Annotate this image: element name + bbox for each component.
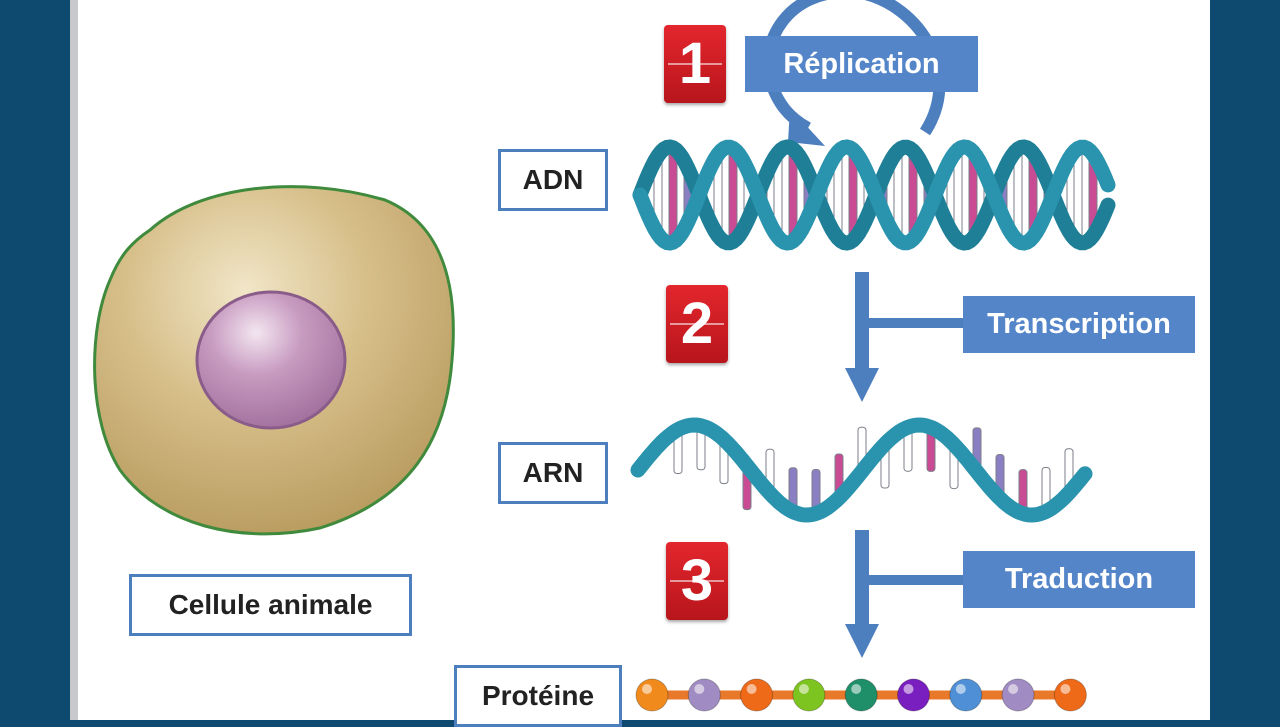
amino-acid-bead [949,678,983,712]
rna-strand [630,417,1093,523]
step-3-badge: 3 [666,542,728,620]
animal-cell [93,185,455,536]
amino-acid-highlight [642,684,652,694]
frame-left-stripe [70,0,78,720]
amino-acid-bead [844,678,878,712]
step-2-badge: 2 [666,285,728,363]
protein-chain [635,678,1087,712]
replication-label: Réplication [745,36,978,92]
frame-left [0,0,70,720]
amino-acid-highlight [746,684,757,694]
frame-right [1210,0,1280,720]
amino-acid-highlight [851,684,862,694]
amino-acid-highlight [1060,684,1071,694]
amino-acid-bead [897,678,930,712]
amino-acid-highlight [1008,684,1019,694]
amino-acid-bead [740,678,774,712]
amino-acid-bead [1053,678,1087,712]
amino-acid-bead [792,678,826,712]
arn-label: ARN [498,442,608,504]
dna-base-pair [668,147,678,243]
translation-label: Traduction [963,551,1195,608]
transcription-arrow [845,272,964,402]
amino-acid-bead [635,678,669,712]
protein-label: Protéine [454,665,622,727]
cell-label: Cellule animale [129,574,412,636]
cell-nucleus [195,290,347,430]
amino-acid-highlight [694,684,705,694]
step-1-badge: 1 [664,25,726,103]
adn-label: ADN [498,149,608,211]
amino-acid-highlight [798,684,809,694]
amino-acid-highlight [903,684,914,694]
amino-acid-highlight [955,684,966,694]
translation-arrow [845,530,964,658]
dna-helix [632,139,1116,251]
amino-acid-bead [687,678,721,712]
transcription-label: Transcription [963,296,1195,353]
amino-acid-bead [1001,678,1035,712]
